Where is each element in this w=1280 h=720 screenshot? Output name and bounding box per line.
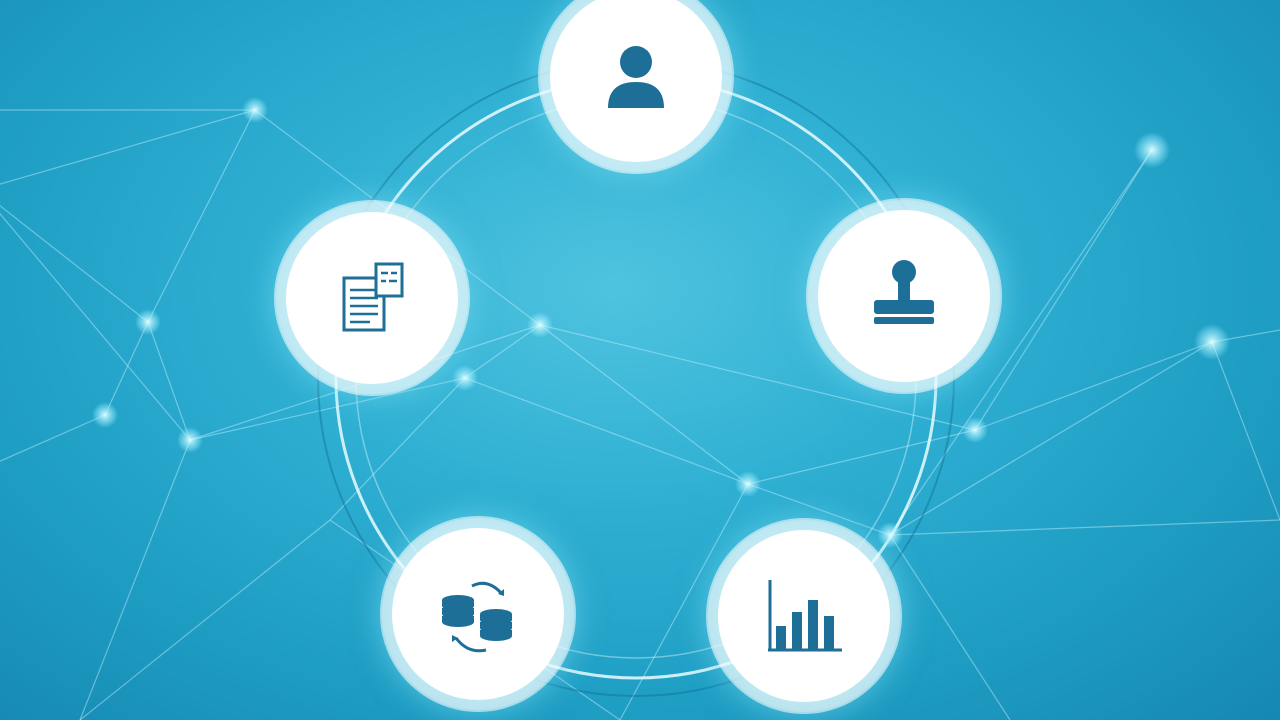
- stamp-node: [818, 210, 990, 382]
- network-line: [147, 321, 191, 441]
- network-line: [539, 324, 976, 431]
- person-icon: [608, 46, 664, 108]
- network-line: [0, 109, 256, 185]
- network-line: [889, 534, 1011, 720]
- network-line: [189, 377, 466, 441]
- network-node-dot: [962, 417, 988, 443]
- person-node: [550, 0, 722, 162]
- network-line: [464, 324, 541, 379]
- network-node-dot: [135, 309, 161, 335]
- network-node-dot: [242, 97, 268, 123]
- network-line: [974, 149, 1153, 431]
- network-node-dot: [877, 522, 903, 548]
- network-line: [539, 324, 749, 485]
- network-node-dot: [452, 365, 478, 391]
- network-node-dot: [527, 312, 553, 338]
- bar-chart-node: [718, 530, 890, 702]
- data-exchange-icon: [442, 581, 512, 653]
- network-line: [147, 109, 256, 323]
- network-line: [747, 483, 891, 536]
- network-line: [619, 483, 749, 720]
- network-node-dot: [1194, 324, 1230, 360]
- network-line: [889, 519, 1280, 536]
- network-line: [329, 377, 466, 521]
- documents-icon: [342, 262, 404, 332]
- network-line: [889, 149, 1153, 536]
- network-node-dot: [177, 427, 203, 453]
- stamp-icon: [874, 260, 934, 324]
- documents-node: [286, 212, 458, 384]
- network-line: [889, 341, 1213, 536]
- network-line: [747, 429, 976, 485]
- data-exchange-node: [392, 528, 564, 700]
- network-line: [974, 341, 1213, 431]
- network-line: [79, 519, 331, 720]
- network-node-dot: [735, 471, 761, 497]
- network-node-dot: [1134, 132, 1170, 168]
- network-line: [79, 439, 191, 720]
- network-line: [0, 204, 149, 323]
- network-line: [104, 321, 149, 416]
- network-line: [1211, 341, 1280, 521]
- network-line: [0, 414, 106, 462]
- network-line: [0, 212, 191, 441]
- network-node-dot: [92, 402, 118, 428]
- network-line: [464, 377, 749, 485]
- bar-chart-icon: [768, 580, 842, 652]
